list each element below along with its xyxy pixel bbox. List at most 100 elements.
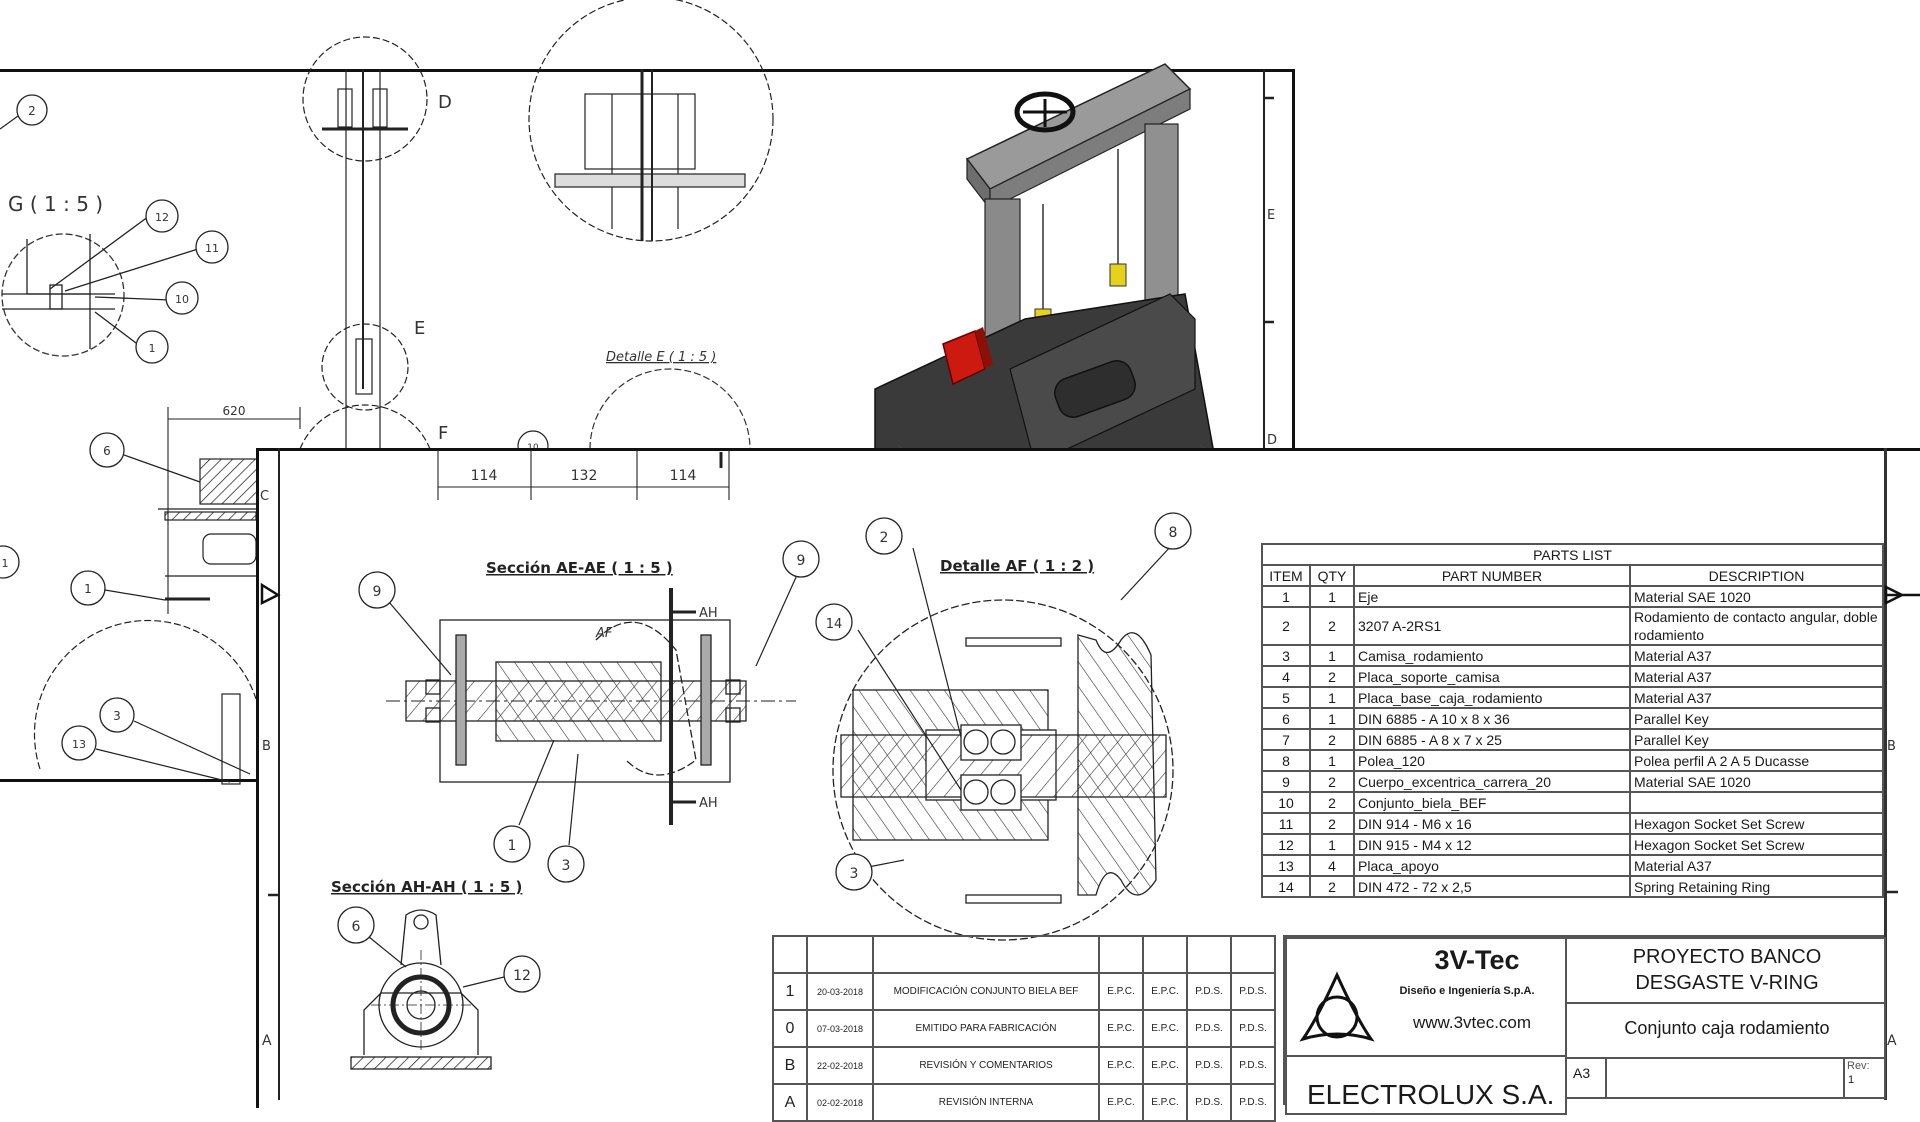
part-description: Material A37 bbox=[1629, 854, 1884, 877]
part-quantity: 2 bbox=[1309, 770, 1355, 793]
part-number: Conjunto_biela_BEF bbox=[1353, 791, 1631, 814]
detail-af-view bbox=[832, 599, 1174, 941]
parts-list-title: PARTS LIST bbox=[1261, 543, 1884, 566]
zone-mark: A bbox=[1887, 1033, 1897, 1049]
balloon: 3 bbox=[835, 853, 905, 891]
svg-text:9: 9 bbox=[373, 584, 382, 600]
company-logo-cell: 3V-Tec Diseño e Ingeniería S.p.A. www.3v… bbox=[1285, 937, 1567, 1057]
balloon: 3 bbox=[547, 753, 585, 883]
revision-checked-by: P.D.S. bbox=[1186, 1083, 1232, 1122]
revision-drawn-by: E.P.C. bbox=[1098, 1009, 1144, 1048]
column-header-item: ITEM bbox=[1261, 564, 1311, 587]
svg-text:12: 12 bbox=[513, 968, 531, 984]
triquetra-logo-icon bbox=[1299, 971, 1375, 1042]
side-view-fragment bbox=[33, 458, 261, 785]
handwheel bbox=[1014, 91, 1076, 133]
dimension-value: 620 bbox=[223, 404, 246, 418]
part-number: 3207 A-2RS1 bbox=[1353, 606, 1631, 646]
svg-text:3: 3 bbox=[850, 866, 859, 882]
part-number: DIN 914 - M6 x 16 bbox=[1353, 812, 1631, 835]
section-ae-title: Sección AE-AE ( 1 : 5 ) bbox=[486, 559, 673, 577]
revision-designed-by: E.P.C. bbox=[1142, 1046, 1188, 1085]
revision-date: 07-03-2018 bbox=[806, 1009, 874, 1048]
zone-mark: B bbox=[1887, 739, 1896, 754]
cut-label-ah: AH bbox=[699, 606, 718, 621]
zone-ticks bbox=[1263, 96, 1274, 324]
section-ah-title: Sección AH-AH ( 1 : 5 ) bbox=[331, 878, 522, 896]
part-description: Hexagon Socket Set Screw bbox=[1629, 812, 1884, 835]
detail-marker-e: E bbox=[414, 318, 425, 339]
column-elevation-view bbox=[299, 36, 431, 450]
zone-ticks bbox=[268, 890, 1898, 897]
balloon: 1 bbox=[70, 570, 166, 606]
front-sheet-border bbox=[1884, 448, 1887, 1100]
dimension-chain bbox=[437, 450, 730, 500]
company-website: www.3vtec.com bbox=[1412, 1013, 1532, 1032]
revision-date: 02-02-2018 bbox=[806, 1083, 874, 1122]
svg-text:12: 12 bbox=[155, 211, 169, 224]
part-item-number: 9 bbox=[1261, 770, 1311, 793]
part-item-number: 12 bbox=[1261, 833, 1311, 856]
centering-mark bbox=[1884, 584, 1920, 606]
part-item-number: 3 bbox=[1261, 644, 1311, 667]
part-number: Placa_apoyo bbox=[1353, 854, 1631, 877]
part-quantity: 1 bbox=[1309, 585, 1355, 608]
parts-list-table: PARTS LIST ITEM QTY PART NUMBER DESCRIPT… bbox=[1261, 543, 1884, 898]
part-number: Eje bbox=[1353, 585, 1631, 608]
part-quantity: 2 bbox=[1309, 875, 1355, 898]
revision-id: A bbox=[772, 1083, 808, 1122]
balloon: 9 bbox=[755, 540, 820, 667]
sheet-size: A3 bbox=[1573, 1065, 1591, 1081]
client-name: ELECTROLUX S.A. bbox=[1307, 1079, 1555, 1110]
part-item-number: 14 bbox=[1261, 875, 1311, 898]
part-description: Hexagon Socket Set Screw bbox=[1629, 833, 1884, 856]
part-quantity: 2 bbox=[1309, 606, 1355, 646]
svg-text:1: 1 bbox=[84, 582, 92, 596]
zone-mark: A bbox=[262, 1033, 272, 1049]
part-item-number: 6 bbox=[1261, 707, 1311, 730]
revision-description: MODIFICACIÓN CONJUNTO BIELA BEF bbox=[872, 972, 1100, 1011]
column-header-part-number: PART NUMBER bbox=[1353, 564, 1631, 587]
detail-marker-f: F bbox=[438, 423, 448, 444]
company-subtitle: Diseño e Ingeniería S.p.A. bbox=[1399, 985, 1535, 997]
part-quantity: 1 bbox=[1309, 833, 1355, 856]
part-description: Parallel Key bbox=[1629, 707, 1884, 730]
title-block: 3V-Tec Diseño e Ingeniería S.p.A. www.3v… bbox=[1283, 935, 1886, 1115]
sheet-size-cell: A3 bbox=[1565, 1057, 1607, 1099]
svg-text:3: 3 bbox=[113, 709, 121, 723]
balloon: 1 bbox=[493, 739, 555, 863]
part-number: DIN 472 - 72 x 2,5 bbox=[1353, 875, 1631, 898]
svg-text:2: 2 bbox=[28, 104, 36, 118]
drawing-title: Conjunto caja rodamiento bbox=[1624, 1018, 1830, 1038]
revision-description: REVISIÓN INTERNA bbox=[872, 1083, 1100, 1122]
detail-af-title: Detalle AF ( 1 : 2 ) bbox=[940, 557, 1094, 575]
detail-ref-af: AF bbox=[595, 626, 613, 641]
centering-mark bbox=[260, 582, 281, 606]
revision-date: 20-03-2018 bbox=[806, 972, 874, 1011]
balloon: 3 bbox=[99, 697, 251, 775]
balloon: 13 bbox=[61, 725, 231, 783]
svg-text:1: 1 bbox=[149, 342, 156, 355]
revision-label: Rev: bbox=[1847, 1060, 1870, 1072]
revision-approved-by: P.D.S. bbox=[1230, 972, 1276, 1011]
balloon: 2 bbox=[0, 94, 48, 130]
part-number: Placa_soporte_camisa bbox=[1353, 665, 1631, 688]
revision-cell: Rev: 1 bbox=[1843, 1057, 1886, 1099]
part-quantity: 4 bbox=[1309, 854, 1355, 877]
part-number: Camisa_rodamiento bbox=[1353, 644, 1631, 667]
column-header-qty: QTY bbox=[1309, 564, 1355, 587]
part-description: Material A37 bbox=[1629, 686, 1884, 709]
zone-mark: E bbox=[1267, 208, 1275, 223]
part-number: Cuerpo_excentrica_carrera_20 bbox=[1353, 770, 1631, 793]
revision-designed-by: E.P.C. bbox=[1142, 972, 1188, 1011]
part-number: DIN 915 - M4 x 12 bbox=[1353, 833, 1631, 856]
revision-id: 0 bbox=[772, 1009, 808, 1048]
part-number: DIN 6885 - A 8 x 7 x 25 bbox=[1353, 728, 1631, 751]
